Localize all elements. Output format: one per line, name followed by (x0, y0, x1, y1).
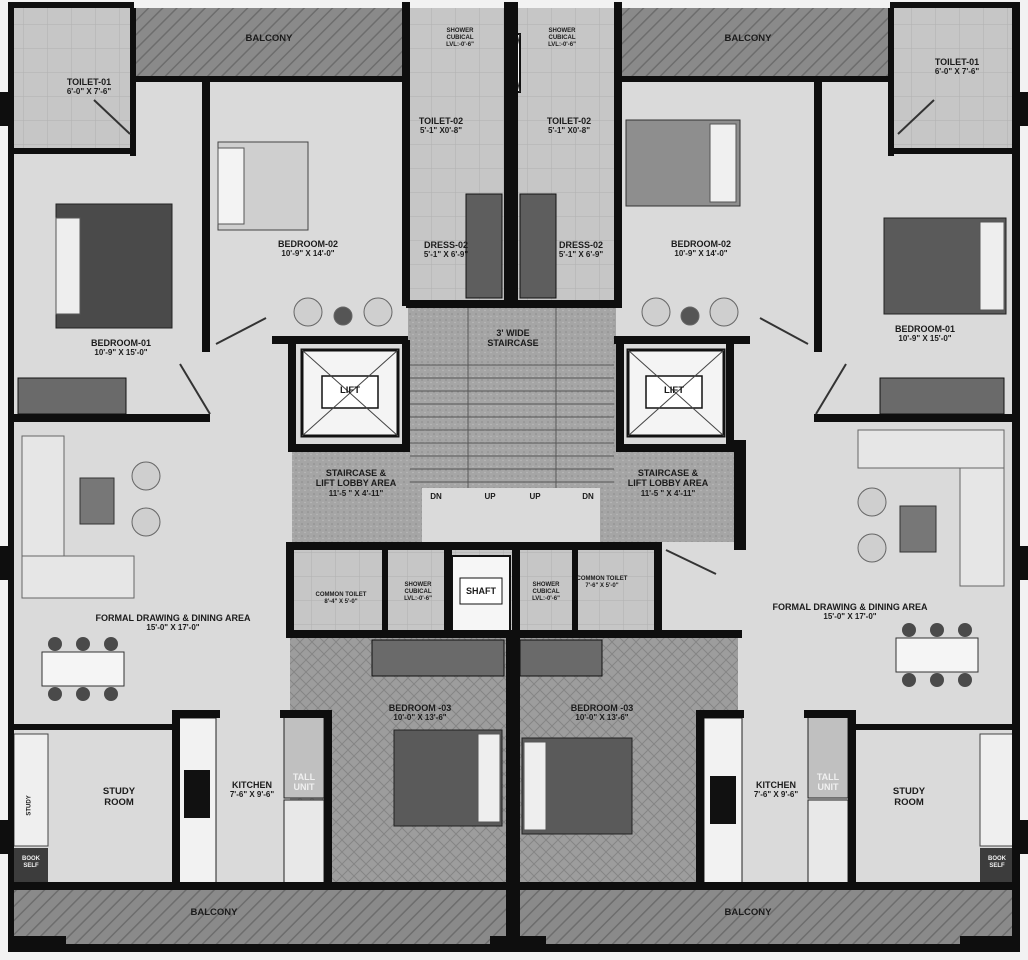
sofa-right (857, 429, 1005, 587)
hob-right (710, 776, 736, 824)
chairs-bedroom02 (131, 297, 887, 563)
dress-rack-right (519, 193, 557, 299)
lobby-right-area (600, 450, 736, 542)
lift-left-box (300, 348, 400, 438)
bed-bedroom02-right (625, 119, 741, 207)
kitchen-counter-left-sink (283, 799, 325, 885)
toilet01-right-area (894, 8, 1012, 150)
bookshelf-right (980, 848, 1014, 886)
kitchen-counter-right-sink (807, 799, 849, 885)
wardrobe-bedroom01-left (17, 377, 127, 415)
dining-table-left (41, 637, 125, 701)
lift-right-label: LIFT (663, 385, 685, 396)
wardrobe-bedroom03-right (519, 639, 603, 677)
balcony-bottom-right-area (516, 888, 1016, 944)
hob-left (184, 770, 210, 818)
shaft-box (451, 555, 511, 633)
coffee-table-left (79, 477, 115, 525)
lift-right-box (626, 348, 726, 438)
staircase-area (408, 308, 616, 488)
stair-up-right: UP (529, 492, 541, 501)
wardrobe-bedroom03-left (371, 639, 505, 677)
tall-unit-right-box (807, 715, 849, 799)
dining-table-right (895, 623, 979, 687)
balcony-top-right-area (620, 8, 890, 80)
toilet01-left-area (14, 8, 132, 150)
stair-dn-left: DN (430, 492, 442, 501)
tall-unit-left-box (283, 715, 325, 799)
bed-bedroom03-left (393, 729, 503, 827)
bed-bedroom01-left (55, 203, 173, 329)
bookshelf-left (14, 848, 48, 886)
door-swings (93, 99, 935, 575)
bed-bedroom01-right (883, 217, 1007, 315)
bed-bedroom02-left (217, 141, 309, 231)
stair-dn-right: DN (582, 492, 594, 501)
bed-bedroom03-right (521, 737, 633, 835)
balcony-top-left-area (135, 8, 403, 80)
sofa-left (21, 435, 135, 599)
study-desk-right (979, 733, 1015, 847)
balcony-bottom-left-area (12, 888, 508, 944)
wardrobe-bedroom01-right (879, 377, 1005, 415)
stair-treads (410, 308, 614, 488)
shaft-label: SHAFT (466, 586, 496, 596)
balcony-top-right-label: BALCONY (724, 33, 772, 44)
stair-up-left: UP (484, 492, 496, 501)
coffee-table-right (899, 505, 937, 553)
lift-left-label: LIFT (339, 385, 361, 396)
study-table-left-label: STUDY (26, 795, 33, 816)
balcony-bottom-left-label: BALCONY (190, 907, 238, 918)
study-desk-left (13, 733, 49, 847)
balcony-top-left-label: BALCONY (245, 33, 293, 44)
lobby-left-area (292, 450, 422, 542)
balcony-bottom-right-label: BALCONY (724, 907, 772, 918)
dress-rack-left (465, 193, 503, 299)
